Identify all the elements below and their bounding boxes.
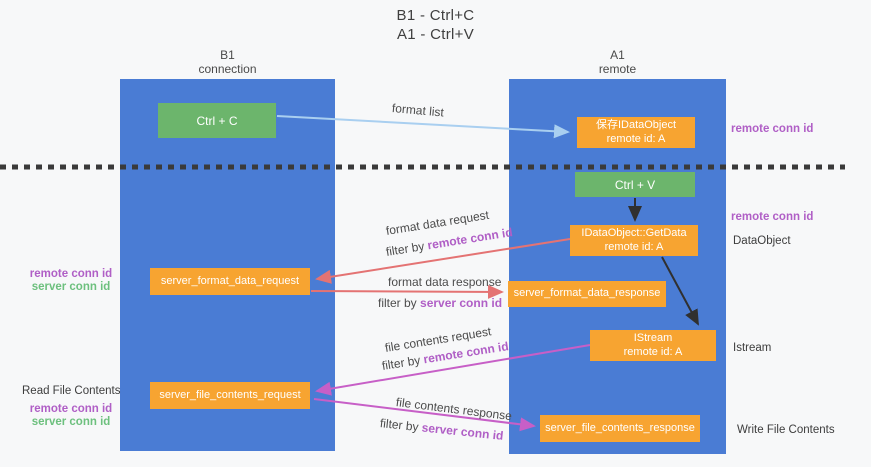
filter-prefix: filter by [380,352,425,373]
node-server-file-contents-response: server_file_contents_response [540,415,700,442]
label-filter-by-server-conn-id-1: filter by server conn id [378,296,502,310]
diagram-title-line1: B1 - Ctrl+C [396,7,475,24]
ctrl-v-label: Ctrl + V [614,177,656,192]
ctrl-c-label: Ctrl + C [196,113,238,128]
node-server-format-data-response: server_format_data_response [508,281,666,307]
label-format-data-response: format data response [388,275,502,289]
save-idataobject-line1: 保存IDataObject [595,119,677,131]
left-remote-conn-id-2: remote conn id [29,403,113,415]
left-server-conn-id-1: server conn id [31,281,111,293]
write-file-contents-label: Write File Contents [737,424,835,436]
filter-prefix: filter by [379,416,423,435]
istream-side-label: Istream [733,342,772,354]
server-format-data-request-label: server_format_data_request [160,274,300,287]
node-ctrl-c: Ctrl + C [158,103,276,138]
node-ctrl-v: Ctrl + V [575,172,695,197]
save-idataobject-line2: remote id: A [606,132,666,145]
left-server-conn-id-2: server conn id [31,416,111,428]
a1-name: A1 [610,48,625,62]
server-conn-id-highlight: server conn id [421,420,505,443]
istream-line1: IStream [633,332,673,344]
node-istream: IStream remote id: A [590,330,716,361]
arrow-format-data-response [310,284,504,299]
read-file-contents-label: Read File Contents [22,385,121,397]
server-conn-id-highlight: server conn id [420,296,503,310]
right-remote-conn-id-2: remote conn id [731,211,814,223]
filter-prefix: filter by [384,238,429,259]
filter-prefix: filter by [378,296,421,310]
left-remote-conn-id-1: remote conn id [29,268,113,280]
dataobject-label: DataObject [733,235,791,247]
getdata-line2: remote id: A [604,240,664,253]
b1-role: connection [198,62,257,76]
column-header-a1: A1 remote [509,48,726,76]
server-file-contents-request-label: server_file_contents_request [159,388,301,401]
right-remote-conn-id-1: remote conn id [731,123,814,135]
column-header-b1: B1 connection [120,48,335,76]
istream-line2: remote id: A [623,345,683,358]
getdata-line1: IDataObject::GetData [581,227,687,239]
a1-role: remote [598,62,637,76]
label-format-list: format list [391,101,445,120]
node-save-idataobject: 保存IDataObject remote id: A [577,117,695,148]
b1-name: B1 [220,48,235,62]
node-idataobject-getdata: IDataObject::GetData remote id: A [570,225,698,256]
server-format-data-response-label: server_format_data_response [513,287,661,300]
diagram-title-line2: A1 - Ctrl+V [396,26,475,43]
server-file-contents-response-label: server_file_contents_response [545,421,695,434]
node-server-file-contents-request: server_file_contents_request [150,382,310,409]
node-server-format-data-request: server_format_data_request [150,268,310,295]
